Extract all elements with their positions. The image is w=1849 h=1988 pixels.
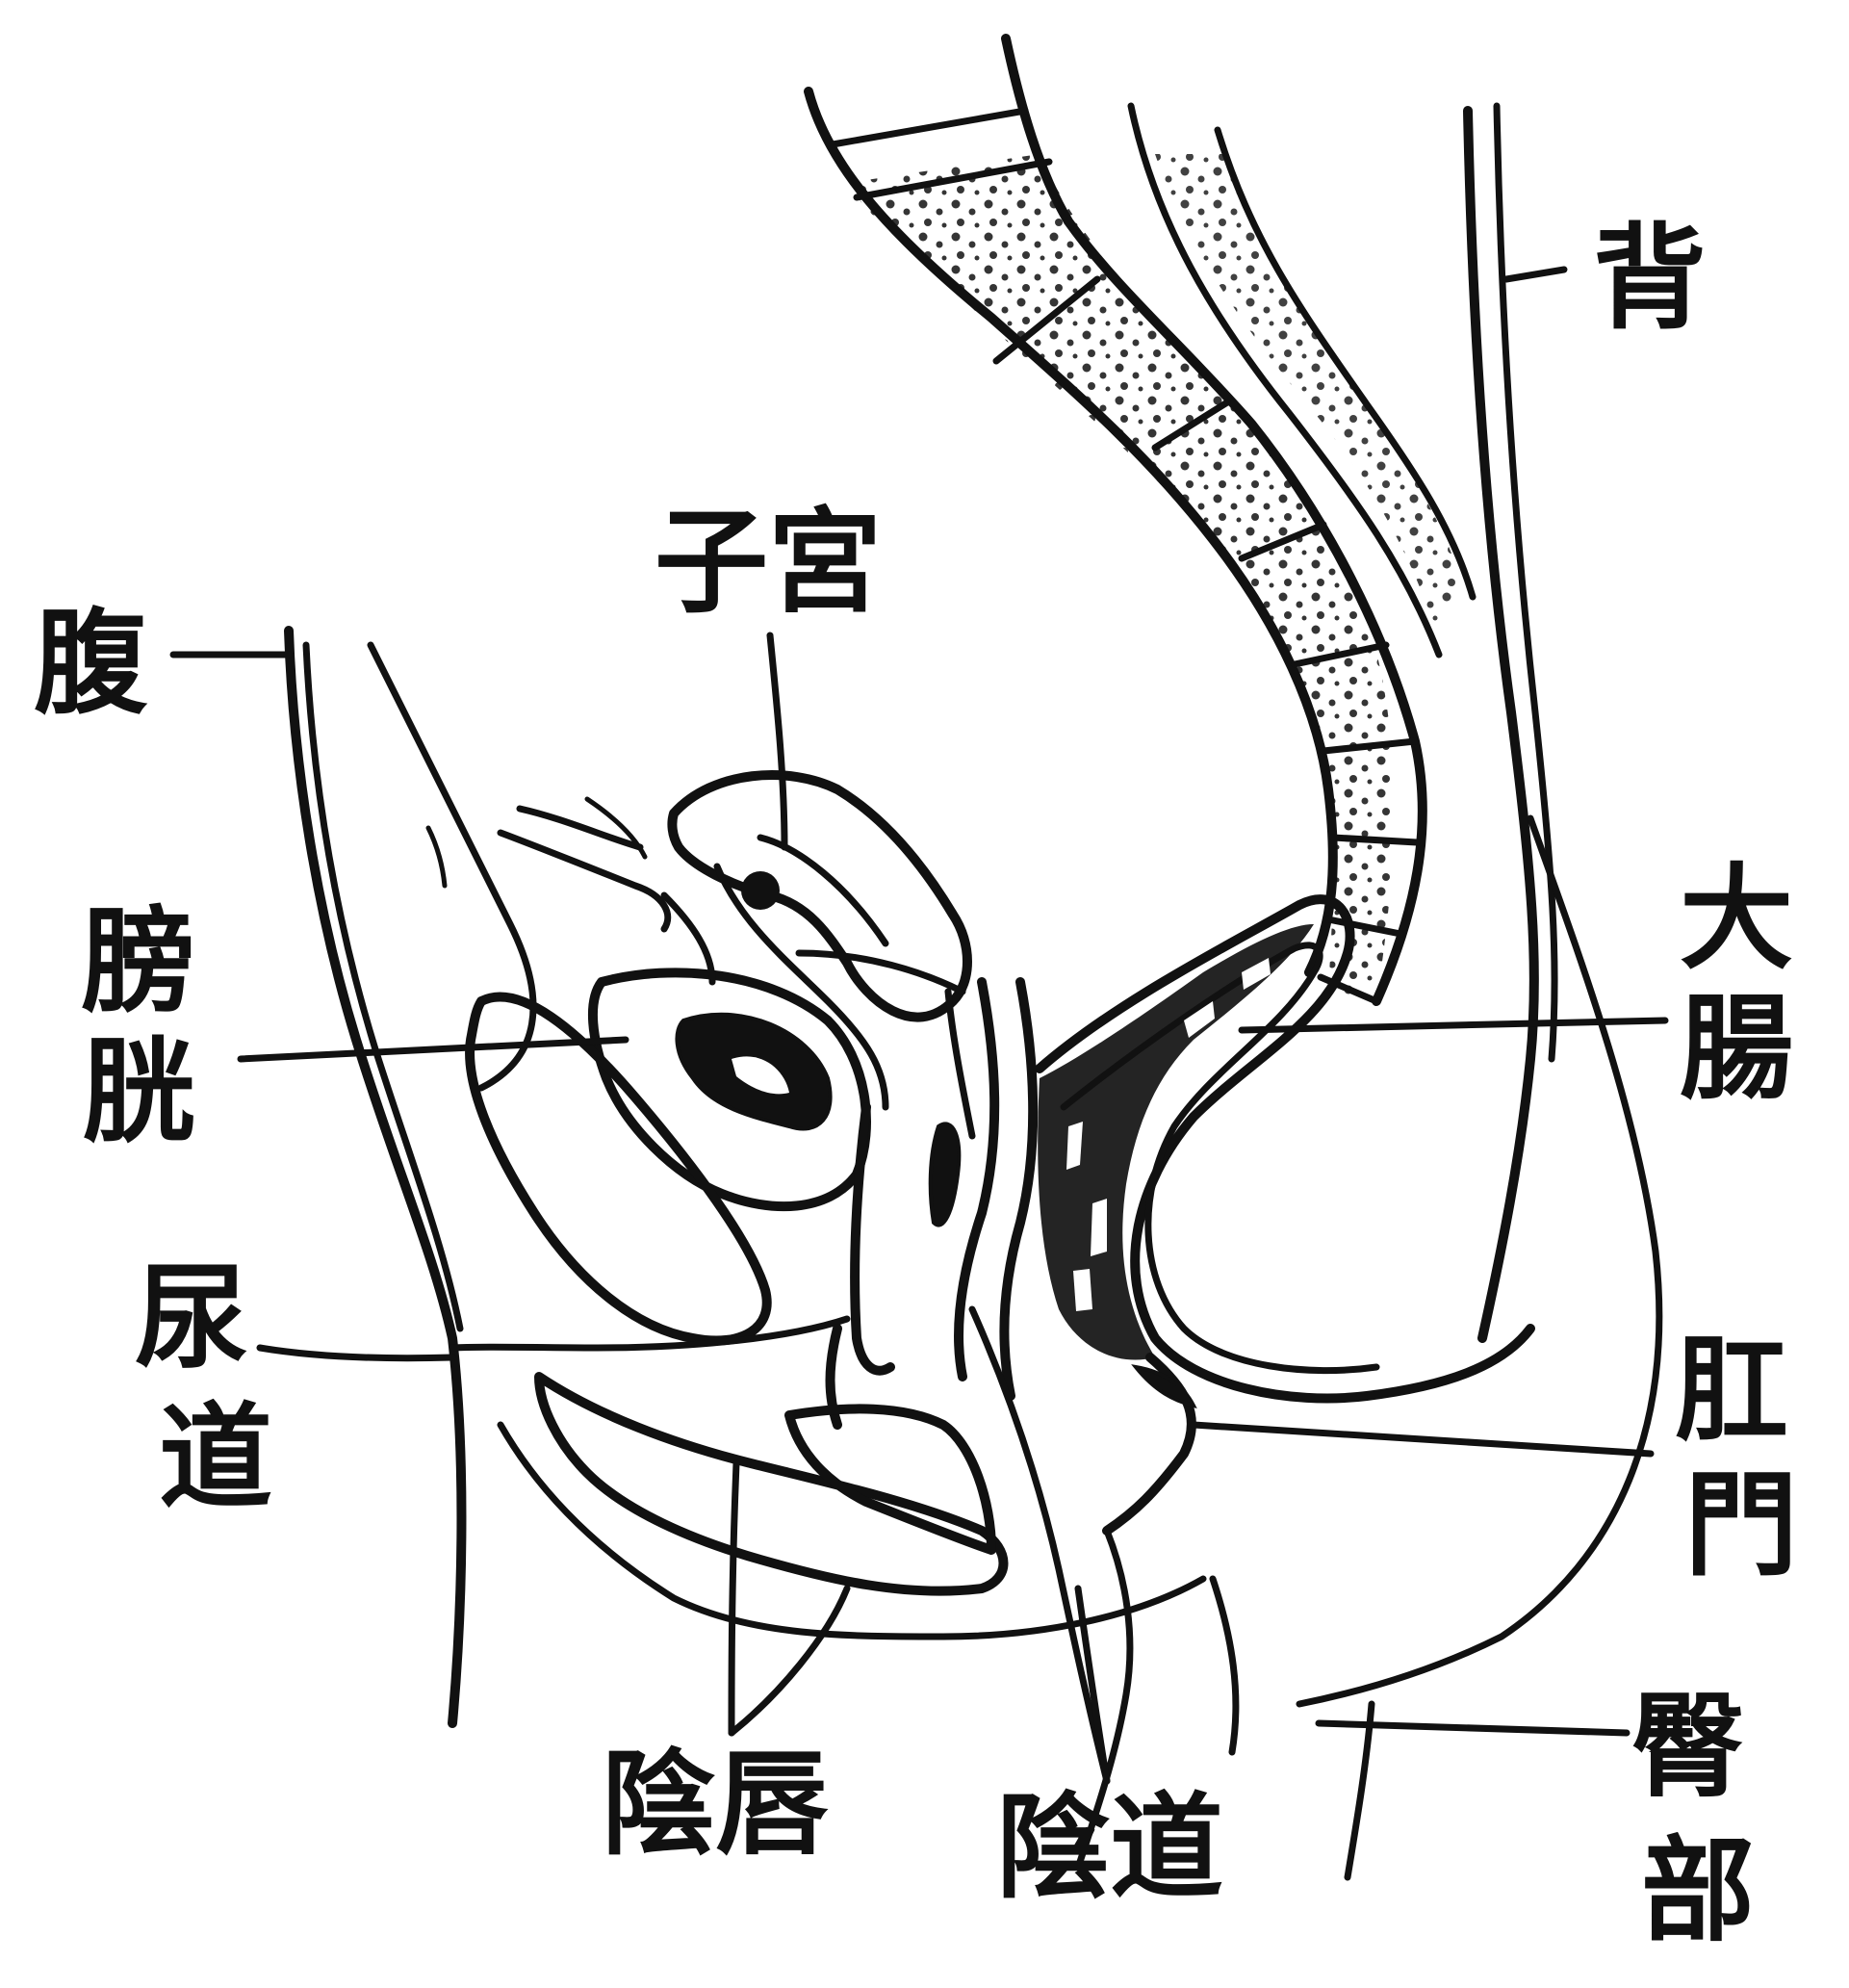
label-uterus: 子宮 [655, 495, 882, 629]
label-large-intestine-1: 大 [1680, 851, 1793, 985]
label-anus-1: 肛 [1675, 1323, 1788, 1457]
label-urethra-2: 道 [159, 1390, 272, 1524]
sacrum-vertebrae [809, 39, 1423, 1001]
large-intestine [1038, 899, 1530, 1398]
abdominal-wall [289, 631, 461, 1723]
label-buttocks-2: 部 [1641, 1823, 1755, 1957]
label-buttocks-1: 臀 [1631, 1679, 1745, 1813]
label-anus-2: 門 [1684, 1458, 1798, 1591]
label-labia: 陰唇 [602, 1737, 829, 1871]
label-bladder-1: 膀 [82, 894, 195, 1028]
label-back: 背 [1593, 211, 1707, 345]
anus [1107, 1357, 1194, 1531]
label-urethra-1: 尿 [135, 1251, 248, 1384]
label-bladder-2: 胱 [82, 1024, 195, 1158]
labels: 背 腹 子宮 膀 胱 大 腸 尿 道 肛 門 陰唇 陰道 臀 部 [34, 211, 1798, 1957]
labia [501, 1377, 1203, 1637]
peritoneum-line [371, 645, 533, 1088]
label-abdomen: 腹 [34, 596, 148, 730]
label-vagina: 陰道 [996, 1780, 1223, 1914]
label-large-intestine-2: 腸 [1680, 981, 1793, 1115]
urethra [452, 1319, 847, 1425]
